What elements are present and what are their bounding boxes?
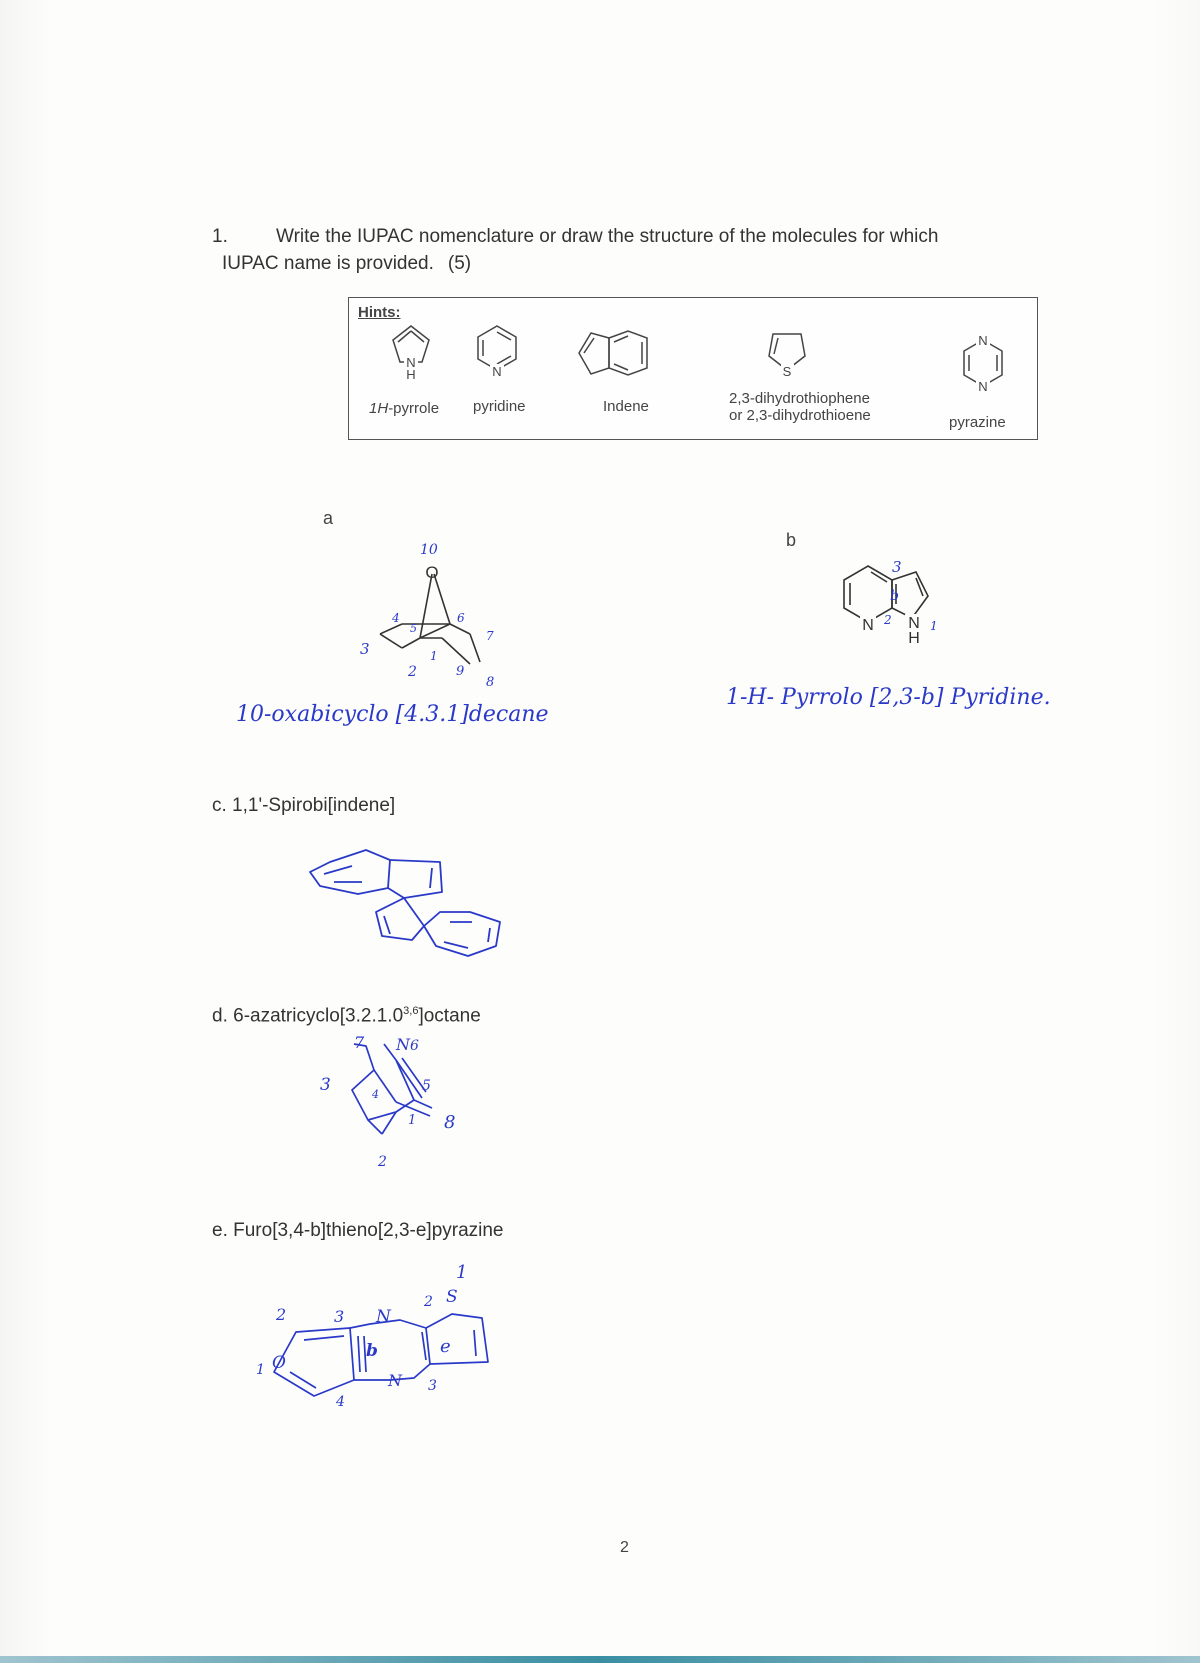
part-a-num-2: 2 [407, 664, 417, 680]
indene-structure-icon [578, 330, 648, 376]
part-e-structure-drawing: 1 2 3 N 2 S 1 O b e N 4 3 [256, 1262, 489, 1410]
part-e-num-4: 4 [335, 1394, 345, 1410]
hint-label-pyridine: pyridine [473, 398, 526, 415]
part-d-atom-N: N [395, 1035, 411, 1054]
part-b-H-atom: H [908, 630, 920, 647]
hint-label-pyrrole-suffix: -pyrrole [388, 400, 440, 417]
part-d-num-5: 5 [422, 1078, 431, 1094]
part-a-num-1: 1 [430, 649, 438, 663]
part-e-num-2-left: 2 [275, 1305, 286, 1324]
part-a-num-4: 4 [391, 611, 400, 625]
part-b-num-3: 3 [892, 558, 902, 576]
part-e-atom-S: S [446, 1287, 458, 1307]
pyrazine-N-top-atom: N [978, 333, 987, 348]
hint-label-pyrazine: pyrazine [949, 414, 1006, 431]
thiophene-S-atom: S [783, 364, 792, 379]
part-a-answer: 10-oxabicyclo [4.3.1]decane [236, 702, 549, 727]
part-a-letter: a [323, 508, 334, 528]
pyridine-structure-icon: N [477, 325, 517, 379]
part-d-num-2: 2 [377, 1154, 387, 1170]
page-number: 2 [620, 1539, 629, 1556]
part-e-num-3-left: 3 [334, 1307, 344, 1326]
part-e-num-3-bottom: 3 [428, 1378, 437, 1394]
part-b-num-b: b [890, 588, 899, 604]
part-a-num-5: 5 [410, 622, 417, 635]
part-d-num-1: 1 [408, 1113, 416, 1128]
question-text-line2: IUPAC name is provided. (5) [222, 253, 471, 275]
part-c-label: c. 1,1'-Spirobi[indene] [212, 795, 396, 816]
part-e-atom-N-top: N [375, 1307, 392, 1327]
pyrrole-structure-icon: N H [392, 325, 430, 382]
part-d-num-4: 4 [371, 1088, 379, 1101]
pyridine-N-atom: N [492, 364, 501, 379]
part-d-label: d. 6-azatricyclo[3.2.1.03,6]octane [212, 1005, 481, 1027]
question-text-line1: Write the IUPAC nomenclature or draw the… [276, 226, 939, 247]
part-a-num-9: 9 [456, 664, 464, 679]
part-a-num-3: 3 [360, 640, 370, 658]
part-b-N-atom-pyrrole: N [908, 615, 920, 632]
question-number: 1. [212, 226, 228, 247]
part-b-N-atom-pyridine: N [862, 617, 874, 634]
part-e-atom-N-bottom: N [387, 1371, 403, 1390]
part-d-num-7: 7 [354, 1033, 365, 1052]
part-d-num-8: 8 [444, 1112, 455, 1133]
hint-label-dihydrothiophene: 2,3-dihydrothiophene or 2,3-dihydrothioe… [729, 390, 871, 424]
hint-label-dihydrothiophene-line1: 2,3-dihydrothiophene [729, 390, 870, 407]
part-e-atom-O: O [272, 1353, 286, 1373]
part-b-num-1: 1 [930, 619, 938, 633]
part-b-num-2: 2 [883, 613, 892, 627]
part-a-O-atom: O [425, 563, 438, 582]
hints-box: Hints: N H 1H-pyrrole N pyridine [348, 297, 1038, 440]
part-d-num-6: 6 [410, 1038, 419, 1054]
part-e-ring-e: e [440, 1336, 451, 1357]
part-e-num-1-left: 1 [256, 1362, 265, 1378]
dihydrothiophene-structure-icon: S [768, 333, 806, 379]
part-d-label-superscript: 3,6 [403, 1005, 419, 1017]
part-d-label-prefix: d. 6-azatricyclo[3.2.1.0 [212, 1005, 404, 1027]
pyrazine-structure-icon: N N [963, 333, 1003, 394]
part-a-structure-drawing: O 10 4 5 6 7 3 2 1 9 8 [360, 542, 494, 690]
question-text-line2-text: IUPAC name is provided. [222, 253, 434, 274]
part-a-num-8: 8 [486, 675, 494, 690]
part-a-num-10: 10 [420, 542, 438, 558]
pyrazine-N-bottom-atom: N [978, 379, 987, 394]
part-e-num-1-top: 1 [456, 1262, 467, 1283]
part-a-num-6: 6 [457, 611, 465, 625]
part-e-ring-b: b [366, 1341, 378, 1361]
part-e-num-2-right: 2 [423, 1294, 433, 1310]
hints-title: Hints: [358, 304, 401, 321]
part-e-label: e. Furo[3,4-b]thieno[2,3-e]pyrazine [212, 1220, 504, 1241]
hint-label-pyrrole: 1H-pyrrole [369, 400, 439, 417]
part-c-structure-drawing [309, 849, 501, 957]
part-d-structure-drawing: 7 N 6 3 4 5 1 8 2 [320, 1033, 455, 1170]
part-b-letter: b [786, 530, 797, 550]
hint-label-dihydrothiophene-line2: or 2,3-dihydrothioene [729, 407, 871, 424]
part-b-structure-drawing: N N H 3 b 2 1 [843, 558, 938, 647]
question-points: (5) [447, 253, 472, 274]
bottom-edge-rule [0, 1656, 1200, 1663]
part-a-num-7: 7 [486, 629, 494, 643]
hint-label-pyrrole-prefix: 1H [369, 400, 389, 417]
part-b-answer: 1-H- Pyrrolo [2,3-b] Pyridine. [726, 685, 1051, 710]
part-d-num-3: 3 [320, 1075, 331, 1095]
hint-label-indene: Indene [603, 398, 649, 415]
pyrrole-H-atom: H [406, 367, 415, 382]
pyrrole-N-atom: N [406, 355, 415, 370]
part-d-label-suffix: ]octane [418, 1005, 481, 1027]
